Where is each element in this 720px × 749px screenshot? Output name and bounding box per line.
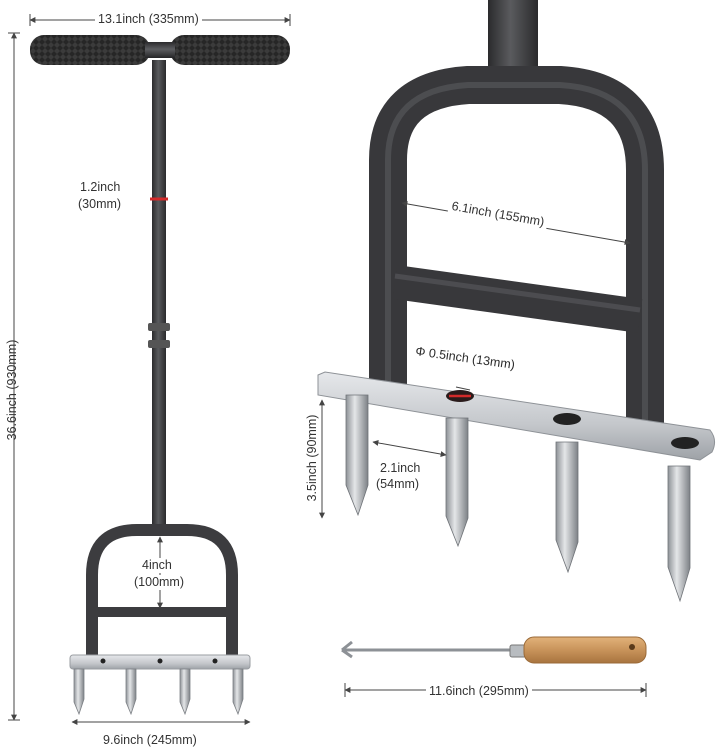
right-grip: [170, 35, 290, 65]
closeup-crossbar: [392, 265, 643, 333]
shaft-diameter-label-2: (30mm): [78, 197, 122, 211]
wood-handle: [523, 636, 647, 664]
shaft-joint: [148, 323, 170, 331]
shaft-joint: [148, 340, 170, 348]
closeup-plate: [317, 371, 716, 461]
shaft-diameter-label-1: 1.2inch: [80, 180, 121, 194]
cleaning-tool: [341, 636, 647, 697]
closeup-spikes: [345, 394, 691, 603]
spike-spacing-label-2: (54mm): [376, 477, 420, 491]
tool-length-label: 11.6inch (295mm): [426, 684, 532, 699]
closeup-frame: [369, 66, 664, 440]
overall-height-label: 36.6inch (930mm): [5, 339, 19, 441]
left-grip: [30, 35, 150, 65]
spike-length-label: 3.5inch (90mm): [305, 414, 319, 502]
aerator-closeup-view: [317, 0, 716, 603]
closeup-holes: [446, 390, 699, 449]
spike-spacing-label-1: 2.1inch: [380, 461, 421, 475]
lower-frame: [86, 524, 238, 657]
overall-width-label: 13.1inch (335mm): [95, 12, 202, 27]
t-connector: [145, 42, 175, 58]
shaft: [152, 60, 166, 530]
frame-height-label-2: (100mm): [131, 575, 188, 590]
base-width-label: 9.6inch (245mm): [100, 733, 200, 748]
spike-spacing-dimension-line: [372, 439, 447, 458]
hole-leader-line: [455, 386, 471, 391]
aerator-full-view: [8, 14, 291, 725]
spikes: [73, 668, 244, 716]
frame-height-label-1: 4inch: [139, 558, 175, 573]
